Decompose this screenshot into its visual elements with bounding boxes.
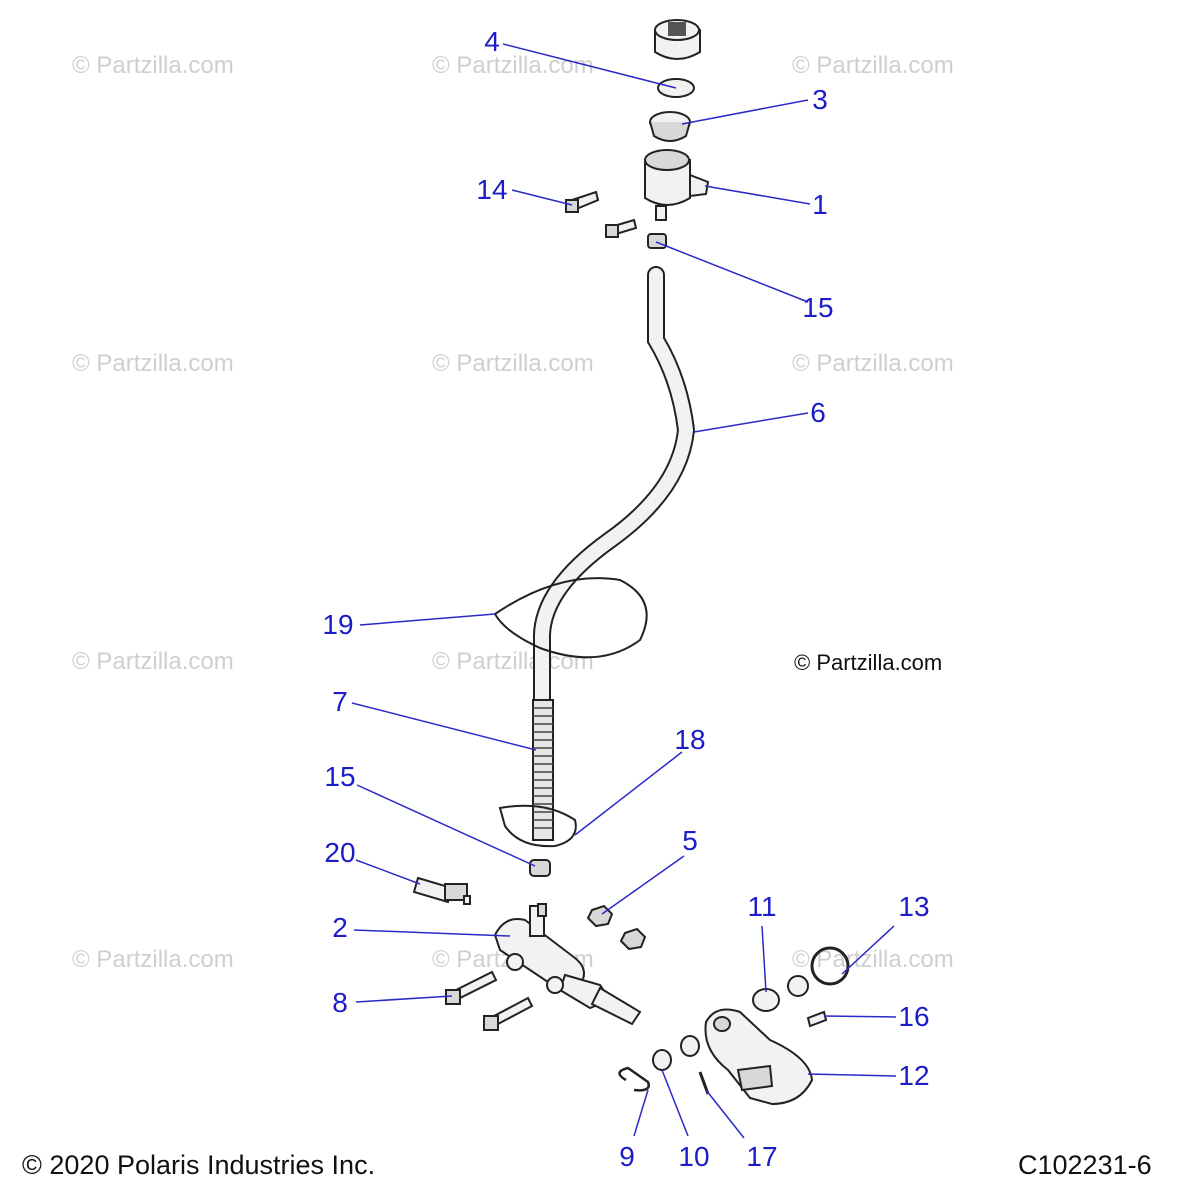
callout-16[interactable]: 16 [898, 1001, 930, 1032]
part-screw[interactable] [605, 218, 638, 238]
part-bushing[interactable] [752, 988, 780, 1012]
part-pivot-bolt[interactable] [806, 1010, 828, 1028]
callout-7[interactable]: 7 [332, 686, 348, 717]
watermark: © Partzilla.com [72, 350, 234, 377]
callout-11[interactable]: 11 [747, 891, 777, 922]
part-reservoir[interactable] [644, 149, 710, 221]
part-hairpin-clip[interactable] [618, 1066, 650, 1092]
callout-13[interactable]: 13 [898, 891, 930, 922]
watermark: © Partzilla.com [72, 52, 234, 79]
part-washer[interactable] [652, 1049, 672, 1071]
watermark: © Partzilla.com [72, 648, 234, 675]
part-hose-clip[interactable] [498, 804, 577, 848]
callout-14[interactable]: 14 [476, 174, 508, 205]
copyright-notice: © 2020 Polaris Industries Inc. [22, 1150, 376, 1180]
watermark: © Partzilla.com [432, 350, 594, 377]
part-hose-clamp[interactable] [647, 233, 667, 249]
part-hose-sleeve[interactable] [532, 699, 554, 841]
callout-12[interactable]: 12 [898, 1060, 930, 1091]
callout-9[interactable]: 9 [619, 1141, 635, 1172]
callout-3[interactable]: 3 [812, 84, 828, 115]
partzilla-credit: © Partzilla.com [794, 650, 943, 675]
part-hose-clamp[interactable] [529, 859, 551, 877]
callout-10[interactable]: 10 [678, 1141, 710, 1172]
part-nut[interactable] [619, 927, 647, 951]
watermark: © Partzilla.com [72, 946, 234, 973]
watermark: © Partzilla.com [792, 350, 954, 377]
part-seal[interactable] [649, 111, 691, 142]
callout-19[interactable]: 19 [322, 609, 354, 640]
callout-2[interactable]: 2 [332, 912, 348, 943]
callout-5[interactable]: 5 [682, 825, 698, 856]
watermark: © Partzilla.com [792, 52, 954, 79]
callout-15[interactable]: 15 [802, 292, 834, 323]
callout-6[interactable]: 6 [810, 397, 826, 428]
callout-15[interactable]: 15 [324, 761, 356, 792]
part-bolt[interactable] [445, 970, 498, 1005]
callout-8[interactable]: 8 [332, 987, 348, 1018]
watermark: © Partzilla.com [432, 52, 594, 79]
part-pressure-switch[interactable] [412, 876, 471, 905]
part-reservoir-cap[interactable] [654, 19, 701, 60]
part-retaining-ring[interactable] [810, 946, 850, 986]
watermark: © Partzilla.com [432, 648, 594, 675]
part-master-cylinder[interactable] [493, 903, 642, 1026]
part-clutch-pedal-lever[interactable] [704, 1008, 814, 1106]
part-bolt[interactable] [483, 996, 534, 1031]
callout-1[interactable]: 1 [812, 189, 828, 220]
diagram-code: C102231-6 [1018, 1150, 1152, 1180]
part-washer[interactable] [680, 1035, 700, 1057]
callout-17[interactable]: 17 [746, 1141, 778, 1172]
part-cable-tie[interactable] [493, 577, 648, 659]
part-screw[interactable] [565, 190, 600, 213]
callout-18[interactable]: 18 [674, 724, 706, 755]
callout-20[interactable]: 20 [324, 837, 356, 868]
callout-4[interactable]: 4 [484, 26, 500, 57]
leader-lines [351, 43, 897, 1139]
part-washer[interactable] [787, 975, 809, 997]
